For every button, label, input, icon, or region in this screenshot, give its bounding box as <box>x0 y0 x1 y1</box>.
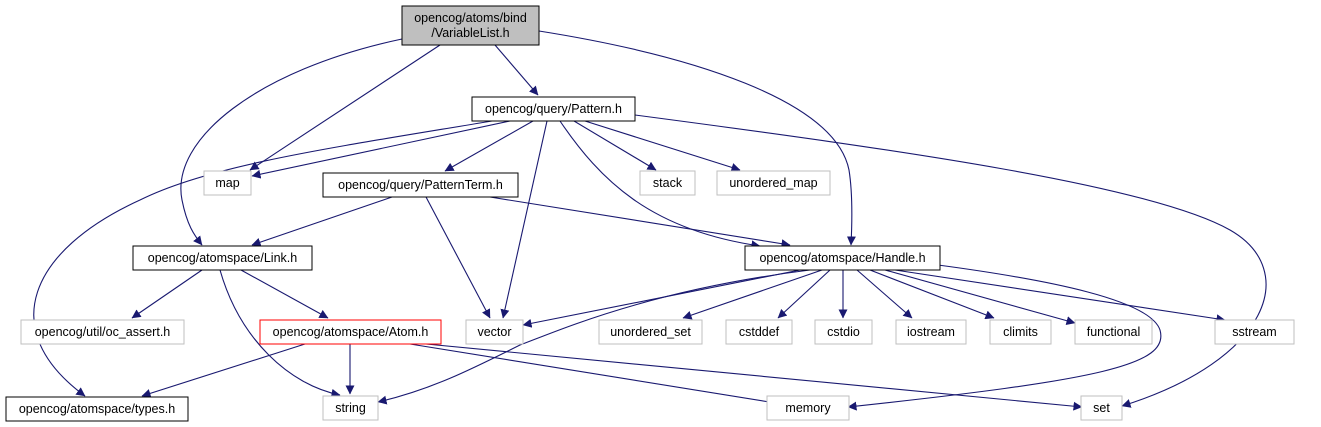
node-pattern[interactable]: opencog/query/Pattern.h <box>471 96 636 122</box>
node-types[interactable]: opencog/atomspace/types.h <box>5 396 189 422</box>
node-box <box>716 170 831 196</box>
node-label: functional <box>1087 325 1141 339</box>
edge-atom-to-set <box>425 343 1083 411</box>
node-box <box>259 319 442 345</box>
node-box <box>1074 319 1153 345</box>
node-label: opencog/atomspace/Handle.h <box>759 251 925 265</box>
edge-handle-to-string <box>377 269 811 405</box>
node-label: sstream <box>1232 325 1276 339</box>
node-box <box>989 319 1052 345</box>
node-oc_assert[interactable]: opencog/util/oc_assert.h <box>20 319 185 345</box>
edge-handle-to-unordered_set <box>682 269 823 320</box>
node-label: opencog/atoms/bind <box>414 11 527 25</box>
edge-handle-to-sstream <box>894 269 1226 324</box>
edge-pattern-to-set <box>634 114 1267 408</box>
node-cstddef[interactable]: cstddef <box>725 319 793 345</box>
node-box <box>5 396 189 422</box>
node-label: string <box>335 401 366 415</box>
node-box <box>322 172 519 198</box>
node-unordered_map[interactable]: unordered_map <box>716 170 831 196</box>
node-atom[interactable]: opencog/atomspace/Atom.h <box>259 319 442 345</box>
node-label: climits <box>1003 325 1038 339</box>
node-stack[interactable]: stack <box>639 170 696 196</box>
node-label: /VariableList.h <box>431 26 509 40</box>
node-box <box>471 96 636 122</box>
node-box <box>766 395 850 421</box>
node-label: unordered_set <box>610 325 691 339</box>
node-label: cstddef <box>739 325 780 339</box>
node-box <box>401 5 540 46</box>
node-box <box>639 170 696 196</box>
node-label: stack <box>653 176 683 190</box>
node-box <box>465 319 524 345</box>
edge-link-to-atom <box>240 269 329 319</box>
node-label: iostream <box>907 325 955 339</box>
node-functional[interactable]: functional <box>1074 319 1153 345</box>
node-sstream[interactable]: sstream <box>1214 319 1295 345</box>
edge-variablelist-to-pattern <box>494 44 539 96</box>
node-memory[interactable]: memory <box>766 395 850 421</box>
node-box <box>1214 319 1295 345</box>
edge-handle-to-memory <box>847 264 1162 411</box>
edge-pattern-to-unordered_map <box>584 120 741 172</box>
node-vector[interactable]: vector <box>465 319 524 345</box>
node-label: opencog/atomspace/types.h <box>19 402 175 416</box>
edge-pattern-to-patternterm <box>444 120 534 172</box>
node-label: opencog/atomspace/Link.h <box>148 251 297 265</box>
node-box <box>20 319 185 345</box>
node-box <box>814 319 873 345</box>
edge-handle-to-cstddef <box>777 269 831 319</box>
node-box <box>744 245 941 271</box>
edge-handle-to-iostream <box>856 269 913 319</box>
edge-patternterm-to-vector <box>425 196 491 319</box>
node-box <box>725 319 793 345</box>
edge-handle-to-functional <box>884 269 1076 326</box>
node-set[interactable]: set <box>1080 395 1123 421</box>
node-map[interactable]: map <box>203 170 252 196</box>
node-label: opencog/atomspace/Atom.h <box>273 325 429 339</box>
node-cstdio[interactable]: cstdio <box>814 319 873 345</box>
edge-layer <box>33 30 1267 411</box>
node-box <box>132 245 313 271</box>
node-string[interactable]: string <box>322 395 379 421</box>
node-label: vector <box>477 325 511 339</box>
edge-pattern-to-stack <box>573 120 657 171</box>
edge-link-to-oc_assert <box>131 269 203 319</box>
node-label: memory <box>785 401 831 415</box>
node-climits[interactable]: climits <box>989 319 1052 345</box>
node-link[interactable]: opencog/atomspace/Link.h <box>132 245 313 271</box>
node-box <box>322 395 379 421</box>
edge-patternterm-to-link <box>251 196 393 247</box>
edge-pattern-to-handle <box>559 120 761 250</box>
node-label: unordered_map <box>729 176 817 190</box>
edge-atom-to-memory <box>409 343 789 409</box>
node-unordered_set[interactable]: unordered_set <box>598 319 703 345</box>
node-variablelist[interactable]: opencog/atoms/bind/VariableList.h <box>401 5 540 46</box>
node-box <box>895 319 967 345</box>
node-handle[interactable]: opencog/atomspace/Handle.h <box>744 245 941 271</box>
node-label: cstdio <box>827 325 860 339</box>
node-iostream[interactable]: iostream <box>895 319 967 345</box>
node-box <box>203 170 252 196</box>
node-label: set <box>1093 401 1110 415</box>
node-label: opencog/query/Pattern.h <box>485 102 622 116</box>
node-box <box>598 319 703 345</box>
edge-atom-to-types <box>141 343 306 398</box>
node-label: opencog/util/oc_assert.h <box>35 325 171 339</box>
node-label: opencog/query/PatternTerm.h <box>338 178 503 192</box>
edge-variablelist-to-handle <box>538 30 856 246</box>
node-box <box>1080 395 1123 421</box>
node-layer: opencog/atoms/bind/VariableList.hopencog… <box>5 5 1295 422</box>
edge-patternterm-to-handle <box>489 196 791 249</box>
node-patternterm[interactable]: opencog/query/PatternTerm.h <box>322 172 519 198</box>
edge-handle-to-climits <box>869 269 995 320</box>
node-label: map <box>215 176 239 190</box>
edge-pattern-to-map <box>251 120 511 179</box>
edge-pattern-to-vector <box>500 120 548 319</box>
edge-variablelist-to-link <box>180 38 403 246</box>
edge-variablelist-to-map <box>249 44 441 171</box>
